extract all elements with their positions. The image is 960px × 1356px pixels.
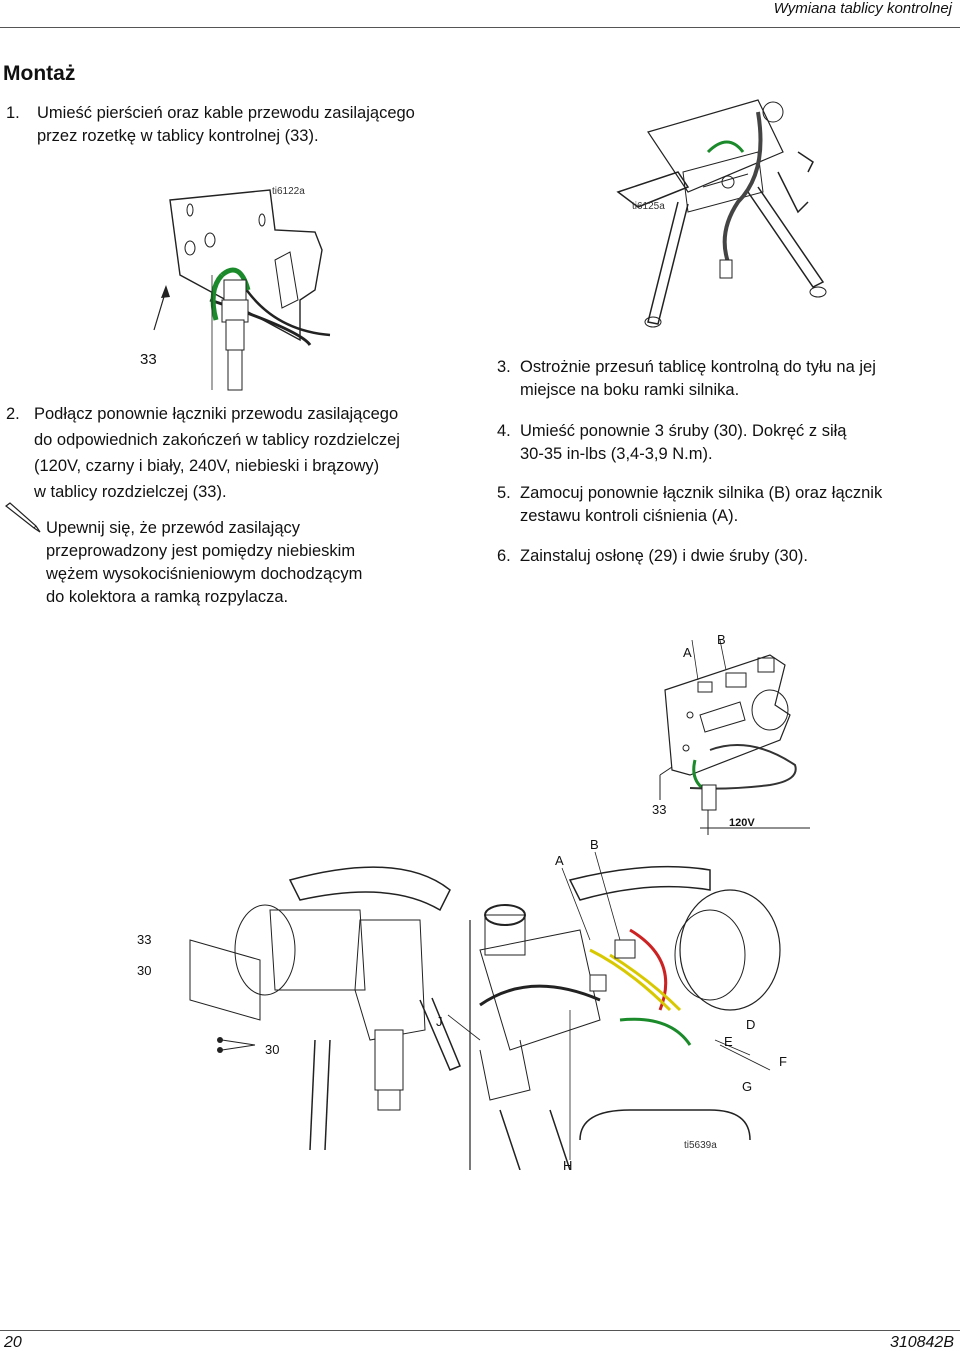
step-3: 3. Ostrożnie przesuń tablicę kontrolną d…	[497, 356, 876, 399]
callout-J: J	[436, 1014, 443, 1029]
figure-id: ti6122a	[272, 186, 305, 197]
figure-frame-top	[616, 99, 827, 328]
step-line: miejsce na boku ramki silnika.	[520, 381, 740, 399]
step-line: Zainstaluj osłonę (29) i dwie śruby (30)…	[520, 547, 808, 565]
step-line: Zamocuj ponownie łącznik silnika (B) ora…	[520, 484, 883, 502]
step-line: przez rozetkę w tablicy kontrolnej (33).	[37, 127, 319, 145]
figure-grommet	[153, 189, 331, 391]
step-number: 6.	[497, 547, 511, 565]
callout-30: 30	[137, 963, 152, 978]
step-number: 2.	[6, 405, 20, 423]
footer-rule	[0, 1330, 960, 1331]
step-line: (120V, czarny i biały, 240V, niebieski i…	[34, 457, 380, 475]
note-line: Upewnij się, że przewód zasilający	[46, 519, 301, 537]
note-line: do kolektora a ramką rozpylacza.	[46, 588, 289, 606]
callout-A: A	[683, 645, 692, 660]
step-number: 5.	[497, 484, 511, 502]
document-number: 310842B	[889, 1334, 954, 1351]
voltage-label: 120V	[729, 817, 755, 829]
callout-33: 33	[652, 802, 667, 817]
section-title: Montaż	[3, 62, 76, 85]
running-header: Wymiana tablicy kontrolnej	[773, 0, 952, 17]
figure-control-board	[659, 640, 810, 835]
callout-F: F	[779, 1054, 787, 1069]
callout-G: G	[742, 1079, 753, 1094]
callout-D: D	[746, 1017, 756, 1032]
step-1: 1. Umieść pierścień oraz kable przewodu …	[6, 102, 415, 145]
callout-E: E	[724, 1034, 733, 1049]
step-number: 1.	[6, 104, 20, 122]
note-line: wężem wysokociśnieniowym dochodzącym	[46, 565, 363, 583]
callout-H: H	[563, 1158, 573, 1173]
note: Upewnij się, że przewód zasilający przep…	[46, 517, 362, 609]
step-line: Ostrożnie przesuń tablicę kontrolną do t…	[520, 358, 876, 376]
step-4: 4. Umieść ponownie 3 śruby (30). Dokręć …	[497, 420, 846, 463]
step-line: w tablicy rozdzielczej (33).	[34, 483, 227, 501]
callout-30: 30	[265, 1042, 280, 1057]
step-number: 4.	[497, 422, 511, 440]
figure-id: ti5639a	[684, 1140, 717, 1151]
step-line: zestawu kontroli ciśnienia (A).	[520, 507, 739, 525]
step-line: Umieść pierścień oraz kable przewodu zas…	[37, 104, 415, 122]
callout-A: A	[555, 853, 564, 868]
callout-33: 33	[137, 932, 152, 947]
callout-B: B	[717, 632, 726, 647]
page-number: 20	[4, 1334, 22, 1351]
step-6: 6. Zainstaluj osłonę (29) i dwie śruby (…	[497, 545, 808, 568]
figure-sprayer-assembly	[189, 851, 781, 1170]
step-2: 2. Podłącz ponownie łączniki przewodu za…	[6, 403, 400, 501]
callout-33: 33	[140, 351, 157, 368]
step-line: Podłącz ponownie łączniki przewodu zasil…	[34, 405, 399, 423]
step-line: Umieść ponownie 3 śruby (30). Dokręć z s…	[520, 422, 847, 440]
pencil-icon	[5, 502, 41, 533]
step-number: 3.	[497, 358, 511, 376]
step-5: 5. Zamocuj ponownie łącznik silnika (B) …	[497, 482, 882, 525]
step-line: 30-35 in-lbs (3,4-3,9 N.m).	[520, 445, 713, 463]
figure-id: ti6125a	[632, 201, 665, 212]
note-line: przeprowadzony jest pomiędzy niebieskim	[46, 542, 356, 560]
header-rule	[0, 27, 960, 28]
callout-B: B	[590, 837, 599, 852]
step-line: do odpowiednich zakończeń w tablicy rozd…	[34, 431, 400, 449]
